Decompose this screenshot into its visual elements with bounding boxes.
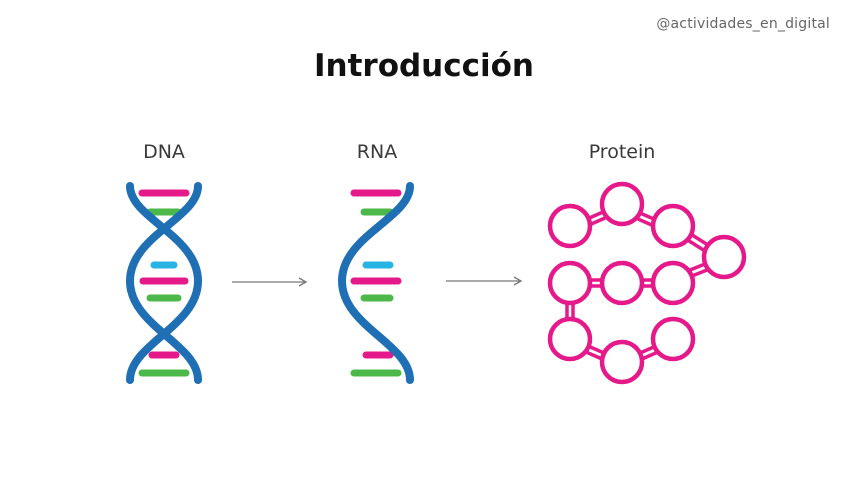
amino-acid-node [650, 260, 696, 306]
rna-strand-icon [337, 182, 414, 384]
author-handle: @actividades_en_digital [656, 16, 830, 32]
stage-label-rna: RNA [357, 141, 397, 163]
dna-strand-right [125, 182, 202, 384]
amino-acid-node [650, 316, 696, 362]
amino-acid-node [650, 203, 696, 249]
stage-label-dna: DNA [143, 141, 185, 163]
rna-backbone [337, 182, 414, 384]
protein-chain-icon [547, 181, 747, 385]
dna-base-pairs [138, 189, 190, 377]
amino-acid-node [599, 339, 645, 385]
amino-acid-node [547, 203, 593, 249]
dna-helix-icon [125, 182, 203, 384]
stage-label-protein: Protein [589, 141, 656, 163]
page-title: Introducción [313, 48, 534, 84]
dna-strand-left [126, 182, 203, 384]
arrow-rna-to-protein [446, 276, 523, 286]
amino-acid-node [547, 316, 593, 362]
amino-acid-node [599, 260, 645, 306]
rna-bases [350, 189, 402, 377]
amino-acid-node [547, 260, 593, 306]
amino-acid-node [599, 181, 645, 227]
arrow-dna-to-rna [232, 277, 308, 287]
amino-acid-node [701, 234, 747, 280]
